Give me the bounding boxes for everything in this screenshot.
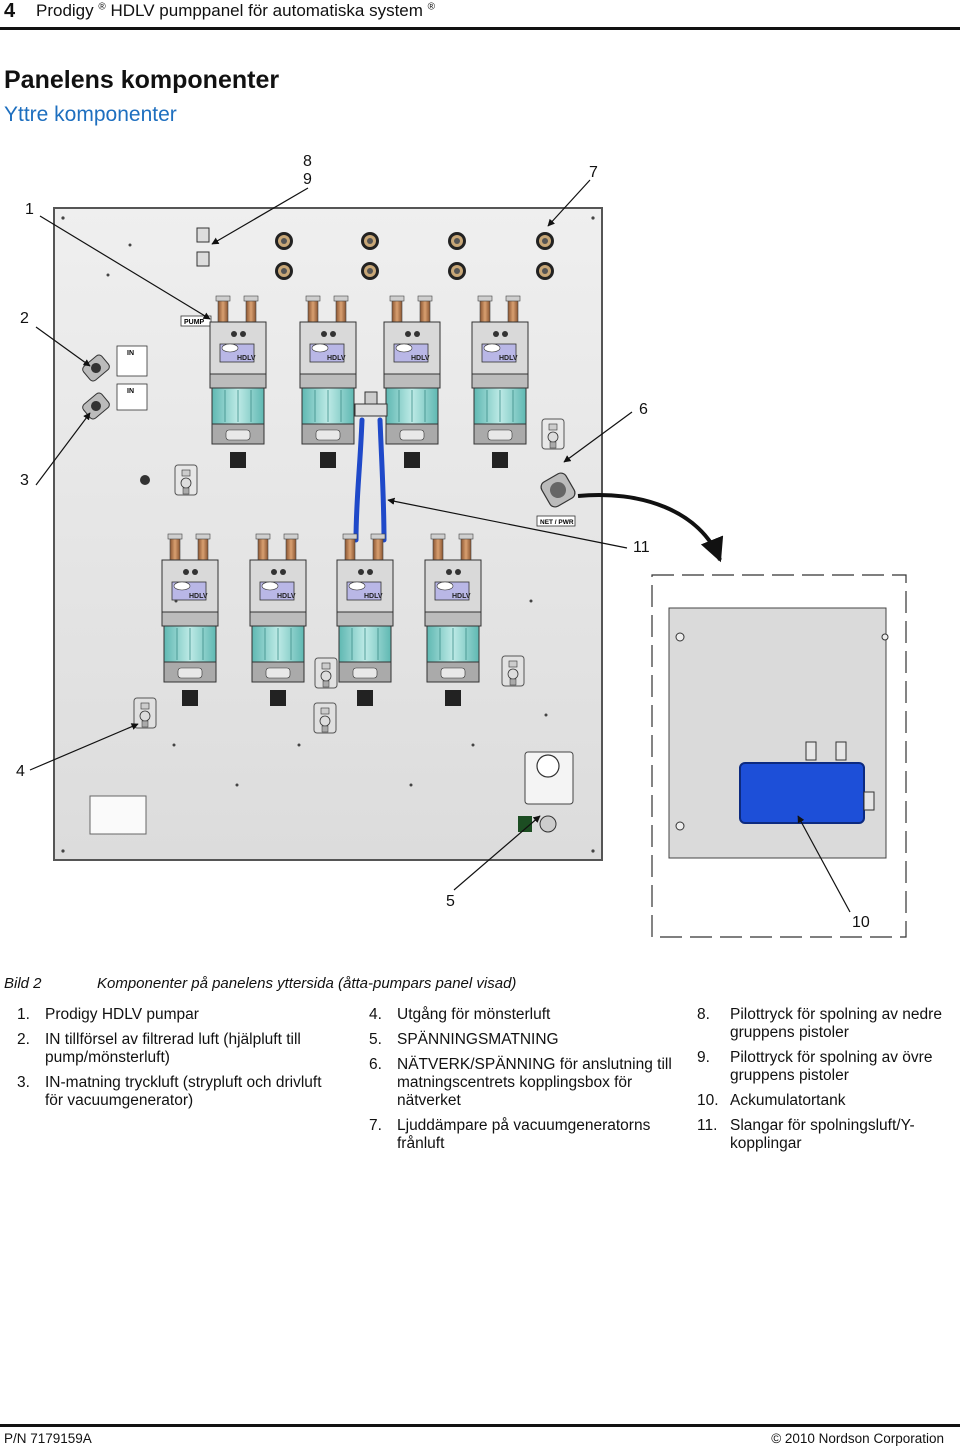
page-header: 4 Prodigy ® HDLV pumppanel för automatis… — [0, 0, 960, 24]
callout-numbers: 1 2 3 4 5 6 7 8 9 10 11 — [16, 153, 870, 931]
footer-rule — [0, 1424, 960, 1427]
section-title: Panelens komponenter — [4, 66, 280, 94]
legend-number: 1. — [17, 1006, 30, 1023]
blank-label — [89, 795, 147, 835]
header-rule — [0, 27, 960, 30]
figure-number: Bild 2 — [4, 975, 42, 992]
legend-number: 8. — [697, 1006, 710, 1023]
legend-item: 8. Pilottryck för spolning av nedre grupp… — [697, 1006, 959, 1042]
panel-plate — [53, 207, 603, 861]
legend-number: 3. — [17, 1074, 30, 1091]
legend-number: 9. — [697, 1049, 710, 1066]
net-pwr-connector — [540, 472, 576, 508]
callout-4: 4 — [16, 763, 25, 780]
legend-item: 9. Pilottryck för spolning av övre gruppe… — [697, 1049, 959, 1085]
legend-text: Ljuddämpare på vacuumgeneratorns frånluf… — [397, 1117, 651, 1152]
copyright: © 2010 Nordson Corporation — [771, 1431, 944, 1446]
legend-column-3: 8. Pilottryck för spolning av nedre grupp… — [697, 1006, 959, 1160]
header-title: Prodigy ® HDLV pumppanel för automatiska… — [36, 1, 435, 21]
legend-text: Slangar för spolningsluft/Y-kopplingar — [730, 1117, 915, 1152]
panel-figure: HDLV PUMP IN IN — [16, 153, 907, 938]
legend-item: 10. Ackumulatortank — [697, 1092, 959, 1110]
legend-text: IN-matning tryckluft (strypluft och driv… — [45, 1074, 322, 1109]
registered-mark: ® — [427, 1, 436, 13]
y-connector — [354, 391, 388, 417]
legend-number: 10. — [697, 1092, 719, 1109]
mounting-holes — [61, 216, 595, 853]
registered-mark: ® — [98, 1, 106, 13]
legend-text: Ackumulatortank — [730, 1092, 846, 1109]
callout-3: 3 — [20, 472, 29, 489]
keyhole-mounts — [675, 632, 889, 831]
legend-text: Utgång för mönsterluft — [397, 1006, 551, 1023]
back-panel-dashed-outline — [651, 574, 907, 938]
legend-number: 11. — [697, 1117, 718, 1134]
header-title-middle: HDLV pumppanel för automatiska system — [105, 1, 423, 20]
relocation-arrow — [577, 493, 724, 563]
callout-9: 9 — [303, 171, 312, 188]
pilot-fitting — [196, 227, 210, 267]
callout-8: 8 — [303, 153, 312, 170]
legend-number: 2. — [17, 1031, 30, 1048]
callout-2: 2 — [20, 310, 29, 327]
subsection-title: Yttre komponenter — [4, 103, 177, 126]
callout-6: 6 — [639, 401, 648, 418]
pump-label: PUMP — [184, 319, 205, 326]
legend-number: 5. — [369, 1031, 382, 1048]
legend-item: 6. NÄTVERK/SPÄNNING för anslutning till m… — [369, 1056, 689, 1110]
in-label-2: IN — [127, 388, 134, 395]
callout-5: 5 — [446, 893, 455, 910]
legend-number: 4. — [369, 1006, 382, 1023]
legend-column-2: 4. Utgång för mönsterluft 5. SPÄNNINGSMATN… — [369, 1006, 689, 1160]
legend-item: 4. Utgång för mönsterluft — [369, 1006, 689, 1024]
legend-text: IN tillförsel av filtrerad luft (hjälplu… — [45, 1031, 301, 1066]
callout-11: 11 — [633, 539, 650, 556]
header-title-prefix: Prodigy — [36, 1, 94, 20]
legend-text: NÄTVERK/SPÄNNING för anslutning till mat… — [397, 1056, 672, 1109]
part-number: P/N 7179159A — [4, 1431, 92, 1446]
legend-column-1: 1. Prodigy HDLV pumpar 2. IN tillförsel av… — [17, 1006, 337, 1117]
purge-air-hoses — [353, 417, 387, 543]
legend-item: 2. IN tillförsel av filtrerad luft (hjälp… — [17, 1031, 337, 1067]
legend-text: Pilottryck för spolning av övre gruppens… — [730, 1049, 933, 1084]
legend-item: 5. SPÄNNINGSMATNING — [369, 1031, 689, 1049]
callout-7: 7 — [589, 164, 598, 181]
air-inlet-fitting — [82, 354, 110, 382]
legend-item: 7. Ljuddämpare på vacuumgeneratorns frånl… — [369, 1117, 689, 1153]
callout-10: 10 — [852, 914, 870, 931]
in-label-1: IN — [127, 350, 134, 357]
legend-item: 11. Slangar för spolningsluft/Y-kopplinga… — [697, 1117, 959, 1153]
legend-text: Pilottryck för spolning av nedre gruppen… — [730, 1006, 942, 1041]
legend-item: 3. IN-matning tryckluft (strypluft och dr… — [17, 1074, 337, 1110]
legend-item: 1. Prodigy HDLV pumpar — [17, 1006, 337, 1024]
legend-text: SPÄNNINGSMATNING — [397, 1031, 559, 1048]
net-pwr-label: NET / PWR — [540, 519, 574, 526]
legend-number: 6. — [369, 1056, 382, 1073]
power-inlet — [518, 751, 574, 833]
leader-lines — [29, 179, 851, 913]
callout-1: 1 — [25, 201, 34, 218]
figure-caption: Komponenter på panelens yttersida (åtta-… — [97, 975, 517, 992]
page-number: 4 — [4, 0, 16, 22]
legend-number: 7. — [369, 1117, 382, 1134]
legend-text: Prodigy HDLV pumpar — [45, 1006, 199, 1023]
